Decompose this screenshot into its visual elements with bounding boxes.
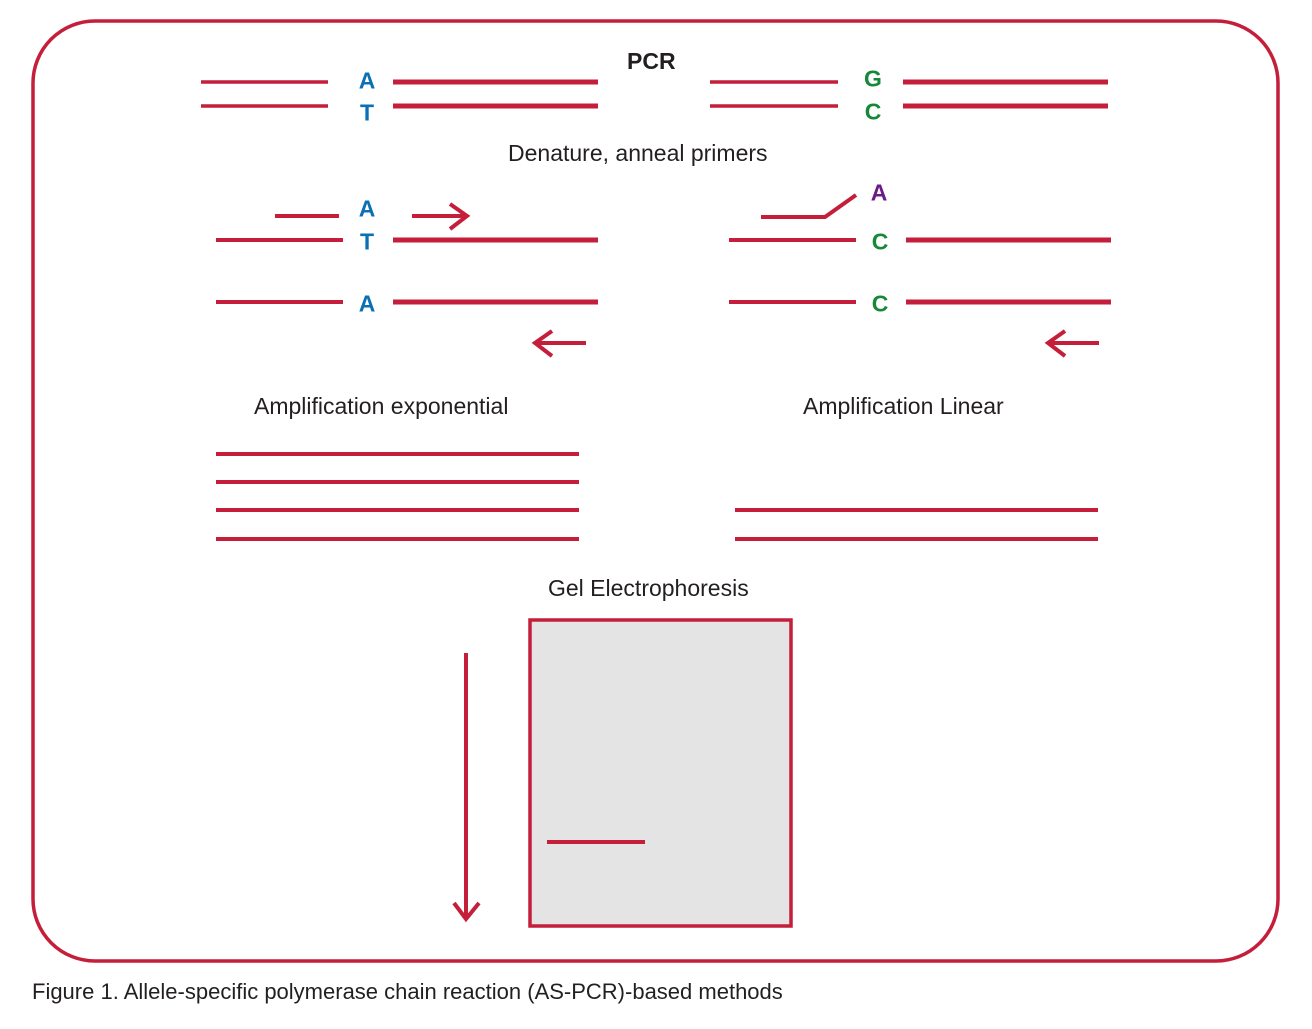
template-left [201,79,598,109]
base-label: C [871,290,889,317]
arrow-head [531,329,554,358]
base-label: C [864,98,882,125]
figure-caption: Figure 1. Allele-specific polymerase cha… [32,979,783,1004]
arrow-head [1044,329,1067,358]
step-label-denature: Denature, anneal primers [508,140,768,166]
base-label: G [864,65,882,92]
base-label: T [359,99,375,126]
gel-box [528,618,793,928]
mismatched-primer-line [761,193,858,219]
base-label: A [358,290,376,317]
linear-products [735,508,1098,541]
anneal-right [729,193,1111,358]
template-right [710,79,1108,109]
label-gel-electrophoresis: Gel Electrophoresis [548,575,749,601]
base-label: T [359,228,375,255]
base-label: C [871,228,889,255]
label-amplification-linear: Amplification Linear [803,393,1004,419]
anneal-left [216,202,598,358]
arrow-head [452,901,481,923]
gel-electrophoresis [452,618,793,928]
label-amplification-exponential: Amplification exponential [254,393,509,419]
mismatch-base-label: A [870,179,888,206]
primer-base-label: A [358,195,376,222]
base-label: A [358,67,376,94]
arrow-head [448,202,471,231]
exponential-products [216,452,579,541]
pcr-title: PCR [627,48,676,74]
figure-frame [31,19,1280,963]
